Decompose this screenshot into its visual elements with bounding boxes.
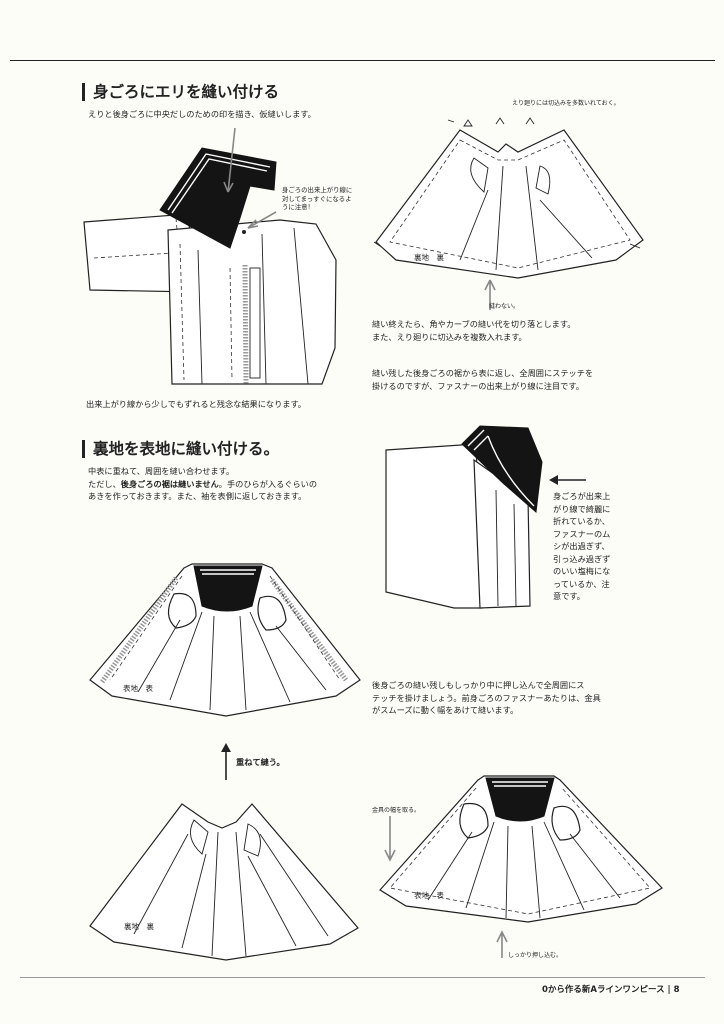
- left-arrow-icon: [549, 475, 586, 485]
- note-no-sew: 縫わない。: [489, 303, 520, 310]
- gray-down-arrow-icon: [384, 816, 396, 862]
- label-outer-front-2: 表地 表: [414, 891, 444, 900]
- footer: 0から作る新Aラインワンピース | 8: [542, 983, 680, 995]
- turned-bodice-illustration: [385, 425, 543, 609]
- up-arrow-icon: [221, 743, 231, 780]
- page-number: 8: [673, 985, 680, 995]
- note-metal: 金具の幅を取る。: [372, 807, 421, 814]
- label-outer-front-1: 表地 表: [123, 684, 153, 693]
- label-lining-back-1: 裏地 裏: [414, 253, 444, 262]
- stitched-outer-illustration: [379, 775, 663, 958]
- section2-intro: 中表に重ねて、周囲を縫い合わせます。 ただし、後身ごろの裾は縫いません。手のひら…: [88, 466, 318, 501]
- footer-separator: |: [667, 985, 671, 995]
- section2-heading: 裏地を表地に縫い付ける。: [82, 440, 279, 458]
- bodice-collar-illustration: [83, 127, 337, 385]
- section1-caption-left: 出来上がり線から少しでもずれると残念な結果になります。: [86, 399, 306, 409]
- section1-intro: えりと後身ごろに中央だしのための印を描き、仮縫いします。: [88, 109, 316, 119]
- label-lining-back-2: 裏地 裏: [124, 922, 154, 931]
- outer-front-illustration: [89, 563, 361, 717]
- top-rule: [10, 60, 715, 61]
- para-stitch: 縫い残した後身ごろの裾から表に返し、全周囲にステッチを 掛けるのですが、ファスナ…: [372, 368, 594, 391]
- para-push: 後身ごろの縫い残しもしっかり中に押し込んで全周囲にス テッチを掛けましょう。前身…: [372, 680, 601, 715]
- section1-heading: 身ごろにエリを縫い付ける: [82, 83, 279, 101]
- note-collar: 身ごろの出来上がり線に 対してまっすぐになるよ うに注意！: [282, 186, 353, 211]
- note-push-in: しっかり押し込む。: [508, 952, 563, 959]
- note-side: 身ごろが出来上 がり線で綺麗に 折れているか、 ファスナーのム シが出過ぎず、 …: [553, 491, 611, 601]
- bottom-rule: [20, 977, 705, 978]
- lining-back-illustration: [373, 117, 644, 310]
- lining-back-illustration-2: [89, 803, 359, 961]
- label-overlap: 重ねて縫う。: [236, 757, 285, 767]
- footer-title: 0から作る新Aラインワンピース: [542, 985, 665, 995]
- note-notch: えり廻りには切込みを多数いれておく。: [512, 100, 620, 107]
- para-trim: 縫い終えたら、角やカーブの縫い代を切り落とします。 また、えり廻りに切込みを複数…: [372, 319, 576, 342]
